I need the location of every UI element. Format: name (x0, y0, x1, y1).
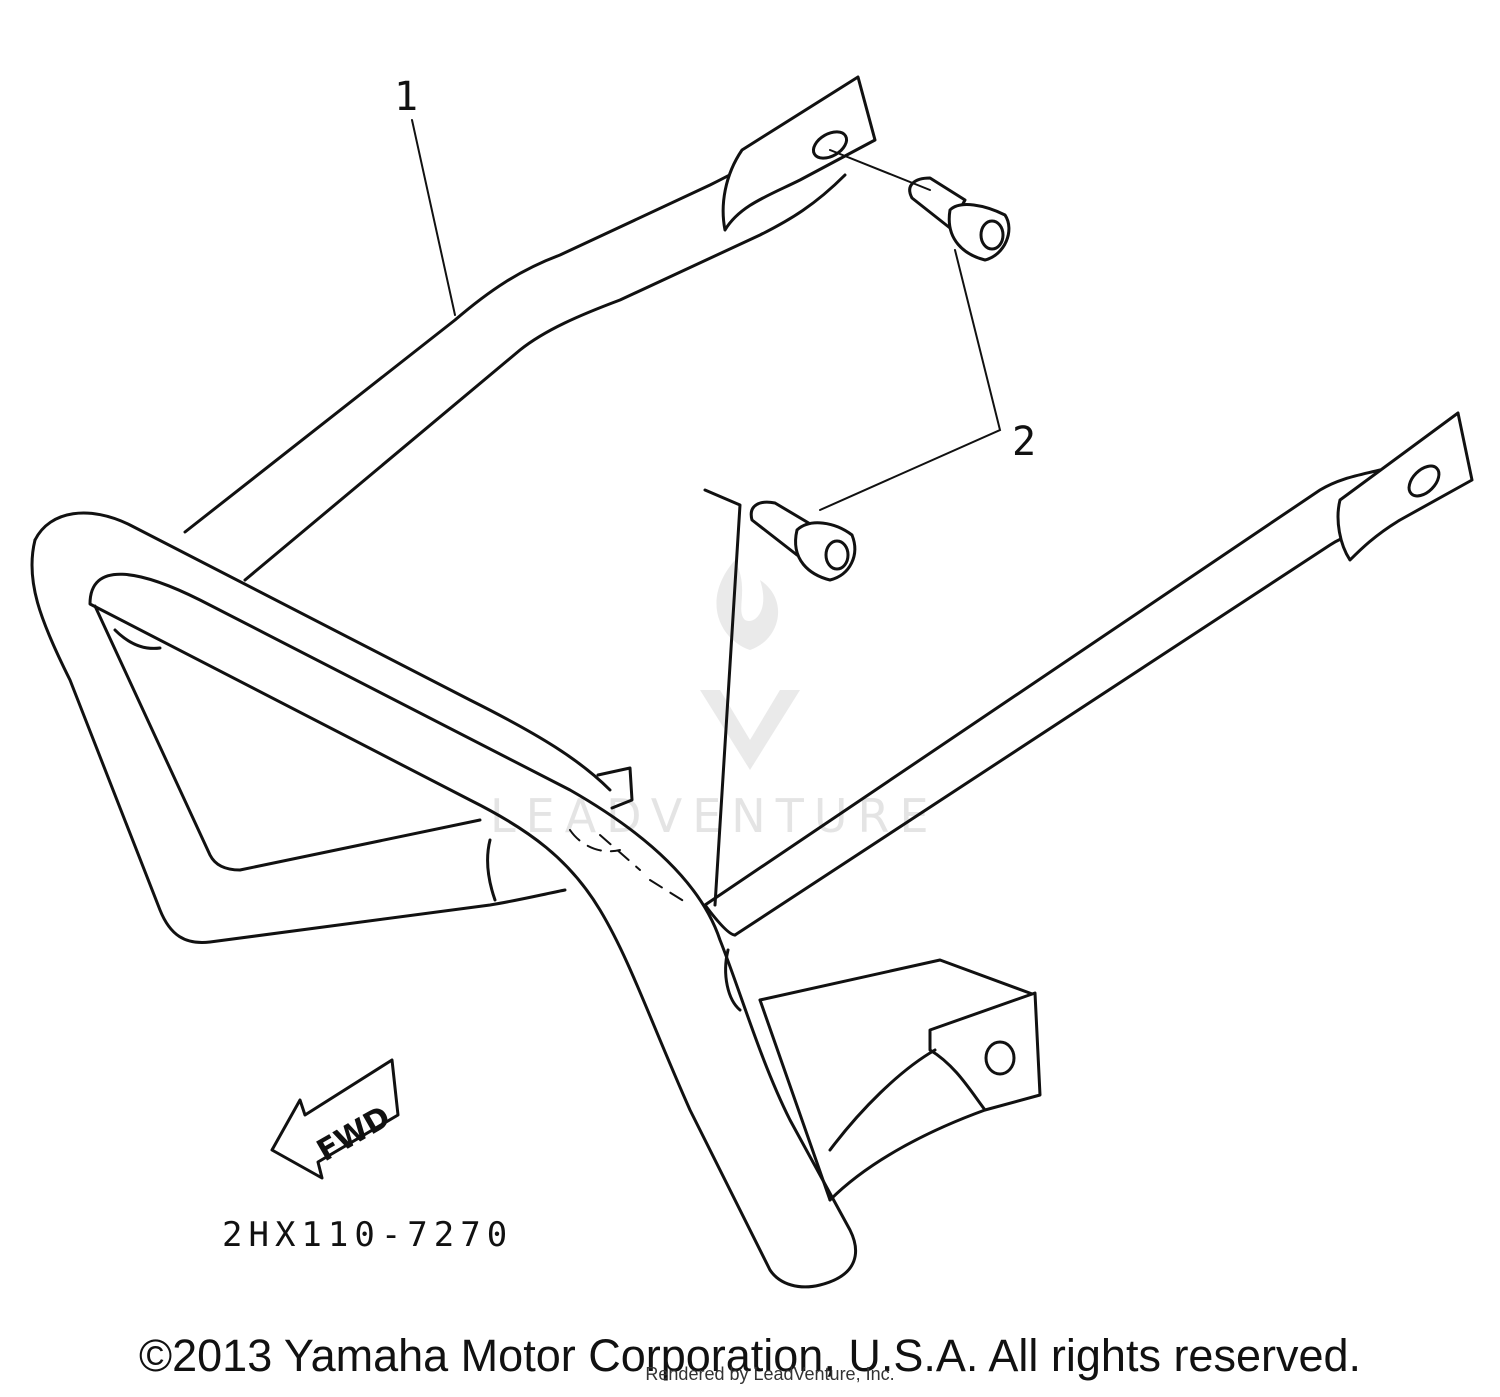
rear-rack-frame (30, 75, 1474, 1289)
fwd-arrow-icon: FWD (270, 1058, 400, 1180)
rendered-by-credit: Rendered by LeadVenture, Inc. (645, 1364, 895, 1384)
leader-lines (411, 119, 1002, 511)
bolt-lower (749, 500, 857, 582)
leadventure-logo-icon (700, 560, 800, 770)
bolt-upper (908, 176, 1011, 262)
callout-2: 2 (1012, 419, 1036, 465)
copyright-notice: ©2013 Yamaha Motor Corporation, U.S.A. A… (138, 1330, 1362, 1381)
callout-1: 1 (394, 74, 418, 120)
part-code: 2HX110-7270 (222, 1215, 513, 1255)
watermark-text: LEADVENTURE (490, 789, 939, 843)
watermark: LEADVENTURE (490, 560, 939, 843)
